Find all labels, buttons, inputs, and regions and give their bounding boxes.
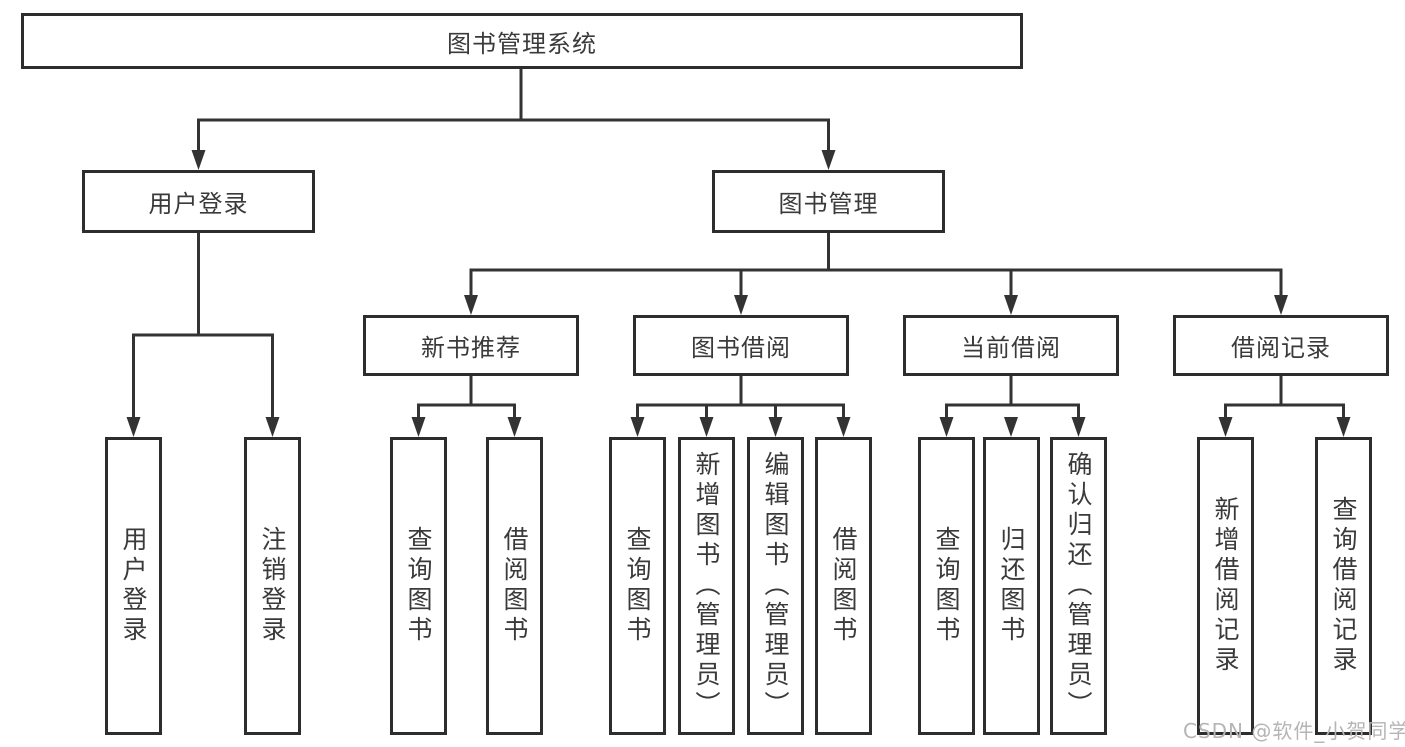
node-label: 借阅图书 xyxy=(500,526,529,646)
arrow-icon xyxy=(265,417,280,437)
edge-bookmgmt-to-level3 xyxy=(469,233,1283,297)
arrow-icon xyxy=(836,417,851,437)
node-label: 当前借阅 xyxy=(961,334,1061,362)
node-library-management-system: 图书管理系统 xyxy=(21,13,1023,69)
node-borrowing-records: 借阅记录 xyxy=(1173,315,1389,376)
leaf-add-borrow-record: 新增借阅记录 xyxy=(1197,437,1254,735)
edge-newbook-to-leaves xyxy=(417,376,516,420)
node-label: 图书管理 xyxy=(778,190,879,218)
arrow-icon xyxy=(939,417,954,437)
node-label: 用户登录 xyxy=(119,526,148,646)
node-new-book-recommendation: 新书推荐 xyxy=(363,315,579,376)
node-label: 图书借阅 xyxy=(691,334,791,362)
leaf-query-books: 查询图书 xyxy=(390,437,447,735)
arrow-icon xyxy=(699,417,714,437)
leaf-query-books: 查询图书 xyxy=(609,437,666,735)
leaf-edit-books-admin: 编辑图书（管理员） xyxy=(747,437,804,735)
node-user-login: 用户登录 xyxy=(82,170,315,233)
edge-borrowrecord-to-leaves xyxy=(1224,376,1345,420)
leaf-query-books: 查询图书 xyxy=(918,437,975,735)
arrow-icon xyxy=(507,417,522,437)
node-label: 查询图书 xyxy=(404,526,433,646)
arrow-icon xyxy=(1274,295,1288,315)
node-label: 新增图书（管理员） xyxy=(692,451,721,721)
leaf-return-books: 归还图书 xyxy=(983,437,1040,735)
arrow-icon xyxy=(191,150,206,170)
node-label: 查询图书 xyxy=(932,526,961,646)
node-label: 确认归还（管理员） xyxy=(1064,451,1093,721)
leaf-user-login: 用户登录 xyxy=(105,437,162,735)
leaf-logout: 注销登录 xyxy=(244,437,301,735)
node-label: 用户登录 xyxy=(148,190,249,218)
watermark: CSDN @软件_小贺同学 xyxy=(1183,719,1405,743)
edge-currentborrow-to-leaves xyxy=(945,376,1080,420)
edge-bookborrow-to-leaves xyxy=(636,376,845,420)
node-label: 注销登录 xyxy=(258,526,287,646)
node-current-borrowing: 当前借阅 xyxy=(903,315,1119,376)
arrow-icon xyxy=(734,295,748,315)
leaf-borrow-books: 借阅图书 xyxy=(486,437,543,735)
node-label: 借阅记录 xyxy=(1231,334,1331,362)
edge-root-to-level2 xyxy=(197,69,830,152)
leaf-query-borrow-record: 查询借阅记录 xyxy=(1315,437,1372,735)
node-label: 查询借阅记录 xyxy=(1329,496,1358,676)
arrow-icon xyxy=(821,150,836,170)
arrow-icon xyxy=(1071,417,1086,437)
node-book-management: 图书管理 xyxy=(712,170,945,233)
arrow-icon xyxy=(768,417,783,437)
arrow-icon xyxy=(411,417,426,437)
arrow-icon xyxy=(1218,417,1233,437)
arrow-icon xyxy=(630,417,645,437)
arrow-icon xyxy=(1004,417,1018,437)
node-label: 借阅图书 xyxy=(829,526,858,646)
leaf-add-books-admin: 新增图书（管理员） xyxy=(678,437,735,735)
arrow-icon xyxy=(1004,295,1018,315)
arrow-icon xyxy=(464,295,478,315)
arrow-icon xyxy=(1336,417,1351,437)
node-label: 编辑图书（管理员） xyxy=(761,451,790,721)
arrow-icon xyxy=(126,417,141,437)
node-label: 图书管理系统 xyxy=(447,29,597,58)
node-book-borrowing: 图书借阅 xyxy=(633,315,849,376)
node-label: 新增借阅记录 xyxy=(1211,496,1240,676)
edge-userlogin-to-leaves xyxy=(132,233,274,420)
node-label: 新书推荐 xyxy=(421,334,521,362)
node-label: 归还图书 xyxy=(997,526,1026,646)
leaf-confirm-return-admin: 确认归还（管理员） xyxy=(1050,437,1107,735)
node-label: 查询图书 xyxy=(623,526,652,646)
leaf-borrow-books: 借阅图书 xyxy=(815,437,872,735)
